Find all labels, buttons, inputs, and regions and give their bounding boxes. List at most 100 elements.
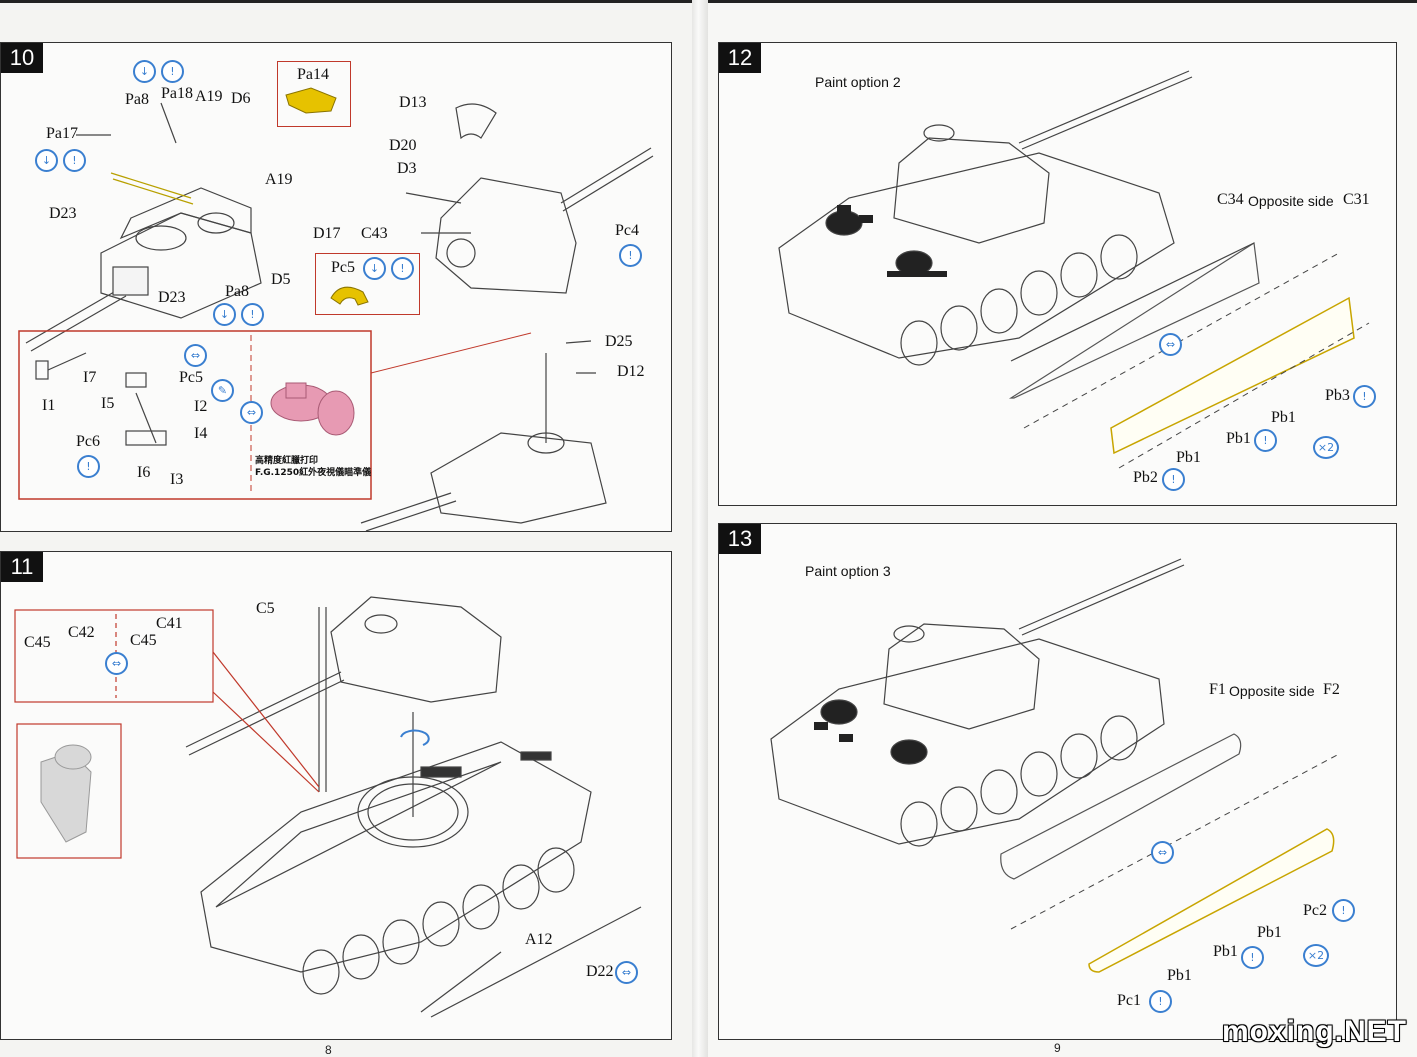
label-d23-bottom: D23 xyxy=(158,289,186,306)
label-i6: I6 xyxy=(137,464,151,481)
label-c31: C31 xyxy=(1343,191,1370,208)
label-pb2: Pb2 xyxy=(1133,469,1158,486)
label-d5: D5 xyxy=(271,271,291,288)
label-pc6: Pc6 xyxy=(76,433,100,450)
top-rule xyxy=(0,0,1417,3)
label-pc4: Pc4 xyxy=(615,222,639,239)
label-i7: I7 xyxy=(83,369,97,386)
paint-drop-icon: ! xyxy=(619,244,642,267)
page-number-left: 8 xyxy=(325,1043,332,1057)
resin-print-note-line2: F.G.1250紅外夜視儀瞄準儀 xyxy=(255,468,372,478)
paint-drop-icon: ! xyxy=(241,303,264,326)
paint-drop-icon: ! xyxy=(161,60,184,83)
paint-drop-icon: ! xyxy=(1332,899,1355,922)
paint-drop-icon: ! xyxy=(1149,990,1172,1013)
label-d22: D22 xyxy=(586,963,614,980)
label-c5: C5 xyxy=(256,600,275,617)
label-pb1-left: Pb1 xyxy=(1167,967,1192,984)
step-12-drawing xyxy=(778,70,1370,469)
step-10-drawing xyxy=(18,87,654,531)
label-d25: D25 xyxy=(605,333,633,350)
resin-print-note: 高精度紅臘打印 F.G.1250紅外夜視儀瞄準儀 xyxy=(255,455,371,479)
glue-icon: ↓ xyxy=(363,257,386,280)
paint-drop-icon: ✎ xyxy=(211,379,234,402)
label-a19-right: A19 xyxy=(265,171,293,188)
watermark: moxing.NET xyxy=(1221,1015,1407,1048)
quantity-x2-icon: ×2 xyxy=(1303,944,1329,967)
step-12-number: 12 xyxy=(719,43,761,73)
flip-view-icon: ⇔ xyxy=(615,961,638,984)
label-i5: I5 xyxy=(101,395,115,412)
label-pb1-mid: Pb1 xyxy=(1226,430,1251,447)
label-pa8-bottom: Pa8 xyxy=(225,283,249,300)
label-c45-left: C45 xyxy=(24,634,51,651)
flip-view-icon: ⇔ xyxy=(184,344,207,367)
paint-option-2-note: Paint option 2 xyxy=(815,74,901,90)
pc5-callout-box xyxy=(315,253,420,315)
step-13-number: 13 xyxy=(719,524,761,554)
resin-print-note-line1: 高精度紅臘打印 xyxy=(255,456,319,466)
paint-drop-icon: ! xyxy=(77,455,100,478)
step-13-drawing xyxy=(770,558,1340,973)
label-pc5-callout: Pc5 xyxy=(179,369,203,386)
flip-view-icon: ⇔ xyxy=(1159,333,1182,356)
paint-drop-icon: ! xyxy=(1162,468,1185,491)
label-i4: I4 xyxy=(194,425,208,442)
label-c41: C41 xyxy=(156,615,183,632)
book-spine xyxy=(692,0,708,1057)
label-pb1-mid: Pb1 xyxy=(1213,943,1238,960)
label-pc5-box: Pc5 xyxy=(331,259,355,276)
label-pb1-right: Pb1 xyxy=(1271,409,1296,426)
flip-view-icon: ⇔ xyxy=(240,401,263,424)
label-a12: A12 xyxy=(525,931,553,948)
quantity-x2-icon: ×2 xyxy=(1313,436,1339,459)
label-d17: D17 xyxy=(313,225,341,242)
paint-drop-icon: ! xyxy=(391,257,414,280)
label-d23-left: D23 xyxy=(49,205,77,222)
label-pa14: Pa14 xyxy=(297,66,329,83)
label-pb3: Pb3 xyxy=(1325,387,1350,404)
label-i3: I3 xyxy=(170,471,184,488)
step-13-panel: 13 Paint option 3 F1 Opposite side xyxy=(718,523,1397,1040)
opposite-side-note-12: Opposite side xyxy=(1248,193,1334,209)
opposite-side-note-13: Opposite side xyxy=(1229,683,1315,699)
step-11-panel: 11 xyxy=(0,551,672,1040)
label-f1: F1 xyxy=(1209,681,1226,698)
label-pb1-right: Pb1 xyxy=(1257,924,1282,941)
step-10-number: 10 xyxy=(1,43,43,73)
label-f2: F2 xyxy=(1323,681,1340,698)
step-12-panel: 12 Paint opti xyxy=(718,42,1397,506)
label-d3: D3 xyxy=(397,160,417,177)
label-d20: D20 xyxy=(389,137,417,154)
step-11-number: 11 xyxy=(1,552,43,582)
step-11-drawing xyxy=(14,596,642,1018)
glue-icon: ↓ xyxy=(35,149,58,172)
paint-drop-icon: ! xyxy=(1353,385,1376,408)
label-a19-top: A19 xyxy=(195,88,223,105)
label-pa18: Pa18 xyxy=(161,85,193,102)
paint-drop-icon: ! xyxy=(63,149,86,172)
step-10-panel: 10 xyxy=(0,42,672,532)
flip-view-icon: ⇔ xyxy=(105,652,128,675)
glue-icon: ↓ xyxy=(133,60,156,83)
label-pc1: Pc1 xyxy=(1117,992,1141,1009)
paint-drop-icon: ! xyxy=(1254,429,1277,452)
flip-view-icon: ⇔ xyxy=(1151,841,1174,864)
glue-icon: ↓ xyxy=(213,303,236,326)
label-d6: D6 xyxy=(231,90,251,107)
label-d13: D13 xyxy=(399,94,427,111)
label-c42: C42 xyxy=(68,624,95,641)
label-pa8-top: Pa8 xyxy=(125,91,149,108)
label-pc2: Pc2 xyxy=(1303,902,1327,919)
label-pb1-left: Pb1 xyxy=(1176,449,1201,466)
label-c43: C43 xyxy=(361,225,388,242)
label-pa17: Pa17 xyxy=(46,125,78,142)
label-i1: I1 xyxy=(42,397,56,414)
paint-option-3-note: Paint option 3 xyxy=(805,563,891,579)
label-c45-right: C45 xyxy=(130,632,157,649)
label-c34: C34 xyxy=(1217,191,1244,208)
pa14-callout-box xyxy=(277,61,351,127)
label-d12: D12 xyxy=(617,363,645,380)
label-i2: I2 xyxy=(194,398,208,415)
